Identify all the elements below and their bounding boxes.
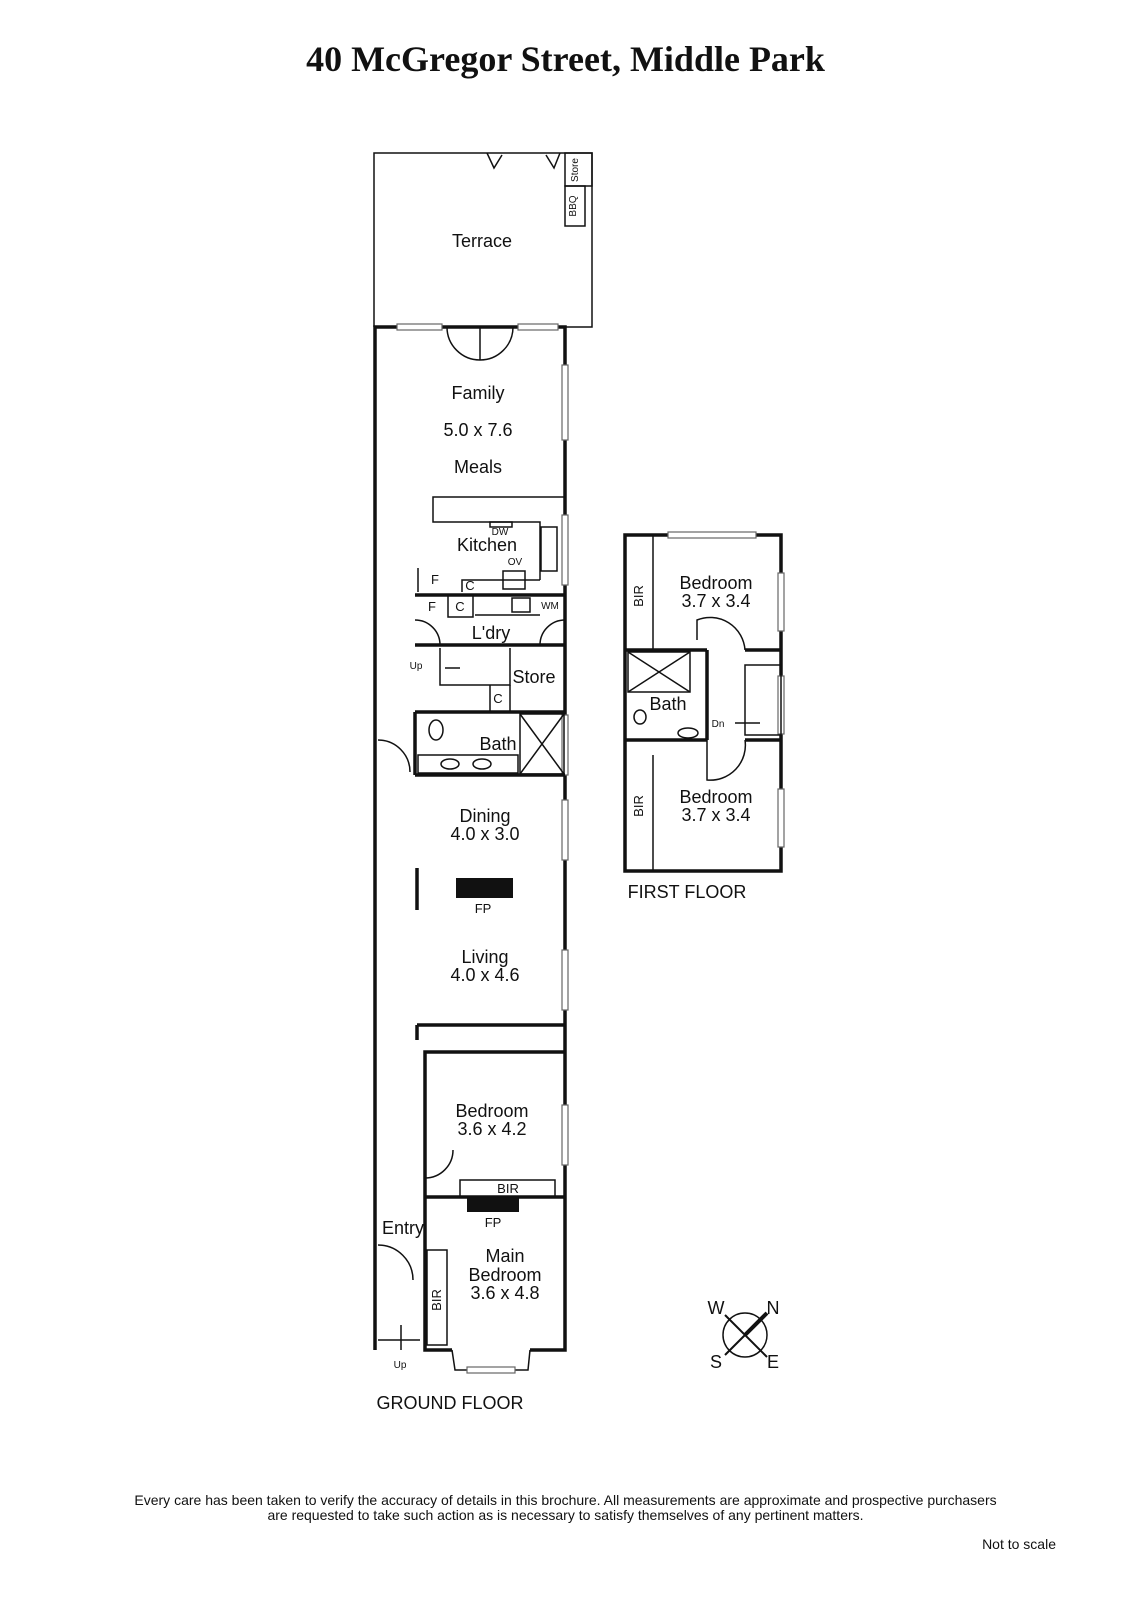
bir-label: BIR bbox=[497, 1181, 519, 1196]
dn-label: Dn bbox=[712, 719, 725, 730]
bir-label-ff-2: BIR bbox=[631, 795, 646, 817]
first-floor-label: FIRST FLOOR bbox=[628, 882, 747, 902]
compass-e: E bbox=[767, 1352, 779, 1372]
family-dims: 5.0 x 7.6 bbox=[443, 420, 512, 440]
fireplace-label-2: FP bbox=[485, 1215, 502, 1230]
bedroom-label: Bedroom bbox=[455, 1101, 528, 1121]
ov-label: OV bbox=[508, 557, 523, 568]
bir-label-2: BIR bbox=[429, 1289, 444, 1311]
bedroom-1-label: Bedroom bbox=[679, 573, 752, 593]
up-label: Up bbox=[410, 661, 423, 672]
cupboard-label-2: C bbox=[455, 599, 464, 614]
cupboard-label-3: C bbox=[493, 691, 502, 706]
bedroom-dims: 3.6 x 4.2 bbox=[457, 1119, 526, 1139]
fridge-label-2: F bbox=[428, 599, 436, 614]
terrace-label: Terrace bbox=[452, 231, 512, 251]
dw-label: DW bbox=[492, 527, 509, 538]
entry-label: Entry bbox=[382, 1218, 424, 1238]
meals-label: Meals bbox=[454, 457, 502, 477]
up-entry-label: Up bbox=[394, 1360, 407, 1371]
dining-dims: 4.0 x 3.0 bbox=[450, 824, 519, 844]
bbq-label: BBQ bbox=[568, 195, 579, 216]
compass-s: S bbox=[710, 1352, 722, 1372]
kitchen-label: Kitchen bbox=[457, 535, 517, 555]
bedroom-1-dims: 3.7 x 3.4 bbox=[681, 591, 750, 611]
bath-label-ff: Bath bbox=[649, 694, 686, 714]
ground-floor-walls bbox=[373, 323, 569, 1374]
bir-label-ff-1: BIR bbox=[631, 585, 646, 607]
wm-label: WM bbox=[541, 601, 559, 612]
bedroom-2-label: Bedroom bbox=[679, 787, 752, 807]
main-bedroom-label-2: Bedroom bbox=[468, 1265, 541, 1285]
family-label: Family bbox=[452, 383, 505, 403]
terrace: Store BBQ Terrace bbox=[373, 152, 593, 328]
main-bedroom-dims: 3.6 x 4.8 bbox=[470, 1283, 539, 1303]
disclaimer-line-2: are requested to take such action as is … bbox=[267, 1507, 864, 1523]
ground-floor-label: GROUND FLOOR bbox=[376, 1393, 523, 1413]
ground-floor-labels: Family 5.0 x 7.6 Meals DW Kitchen OV F C… bbox=[376, 383, 558, 1413]
page-title: 40 McGregor Street, Middle Park bbox=[306, 39, 825, 79]
living-label: Living bbox=[461, 947, 508, 967]
compass-icon: W N S E bbox=[708, 1298, 780, 1372]
first-floor-labels: Bedroom 3.7 x 3.4 BIR Bath Dn Bedroom 3.… bbox=[628, 573, 753, 902]
store-room-label: Store bbox=[512, 667, 555, 687]
compass-w: W bbox=[708, 1298, 725, 1318]
not-to-scale: Not to scale bbox=[982, 1536, 1056, 1552]
bath-label: Bath bbox=[479, 734, 516, 754]
fireplace-label: FP bbox=[475, 901, 492, 916]
dining-label: Dining bbox=[459, 806, 510, 826]
disclaimer: Every care has been taken to verify the … bbox=[0, 1493, 1131, 1523]
bedroom-2-dims: 3.7 x 3.4 bbox=[681, 805, 750, 825]
main-bedroom-label: Main bbox=[485, 1246, 524, 1266]
first-floor-walls bbox=[623, 531, 785, 873]
cupboard-label: C bbox=[465, 578, 474, 593]
living-dims: 4.0 x 4.6 bbox=[450, 965, 519, 985]
laundry-label: L'dry bbox=[472, 623, 510, 643]
store-label: Store bbox=[570, 158, 581, 182]
compass-n: N bbox=[767, 1298, 780, 1318]
disclaimer-line-1: Every care has been taken to verify the … bbox=[134, 1492, 997, 1508]
fridge-label: F bbox=[431, 572, 439, 587]
